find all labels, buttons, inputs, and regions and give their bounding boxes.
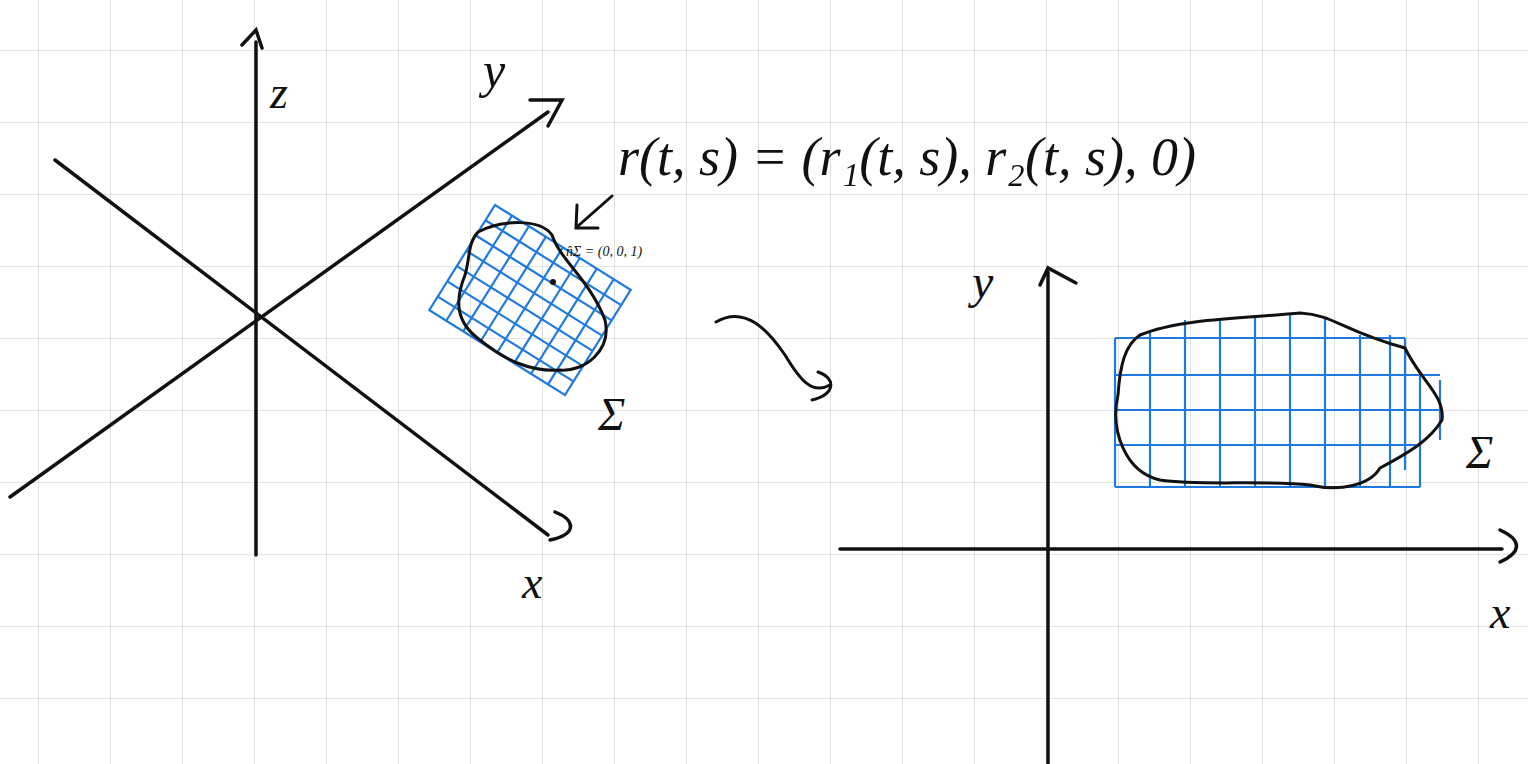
axis-label: x	[1490, 590, 1510, 636]
axes-2d	[840, 268, 1517, 764]
surface-right	[1115, 313, 1442, 488]
surface-label: Σ	[598, 392, 625, 438]
axis-label: z	[270, 70, 288, 116]
formula: r(t, s) = (r₁(t, s), r₂(t, s), 0)	[618, 130, 1196, 184]
surface-label: Σ	[1466, 430, 1493, 476]
axis-label: y	[972, 258, 993, 306]
axis-label: x	[522, 560, 542, 606]
maps-to-arrow	[716, 316, 831, 400]
surface-left	[429, 205, 630, 395]
axis-label: y	[483, 45, 505, 95]
pointer-arrow	[576, 196, 612, 228]
normal-vector: n̂Σ = (0, 0, 1)	[566, 245, 642, 259]
